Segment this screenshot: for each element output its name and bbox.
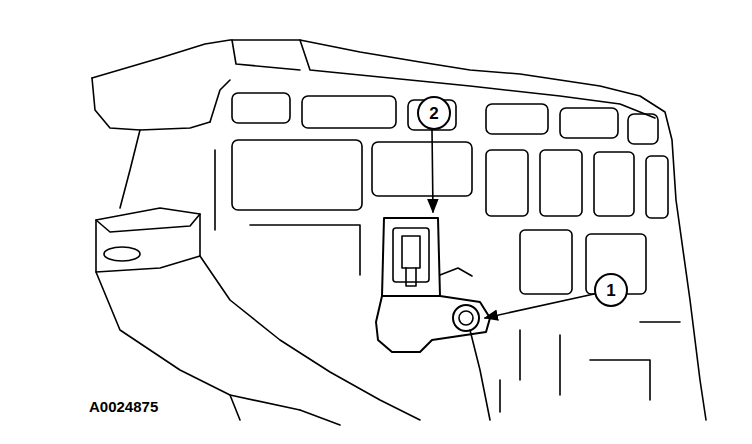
callout-circle: 1 [594, 273, 628, 307]
callout-number: 1 [606, 282, 615, 299]
callout-number: 2 [429, 105, 438, 122]
callout-circle: 2 [417, 96, 451, 130]
figure-code: A0024875 [89, 398, 158, 415]
